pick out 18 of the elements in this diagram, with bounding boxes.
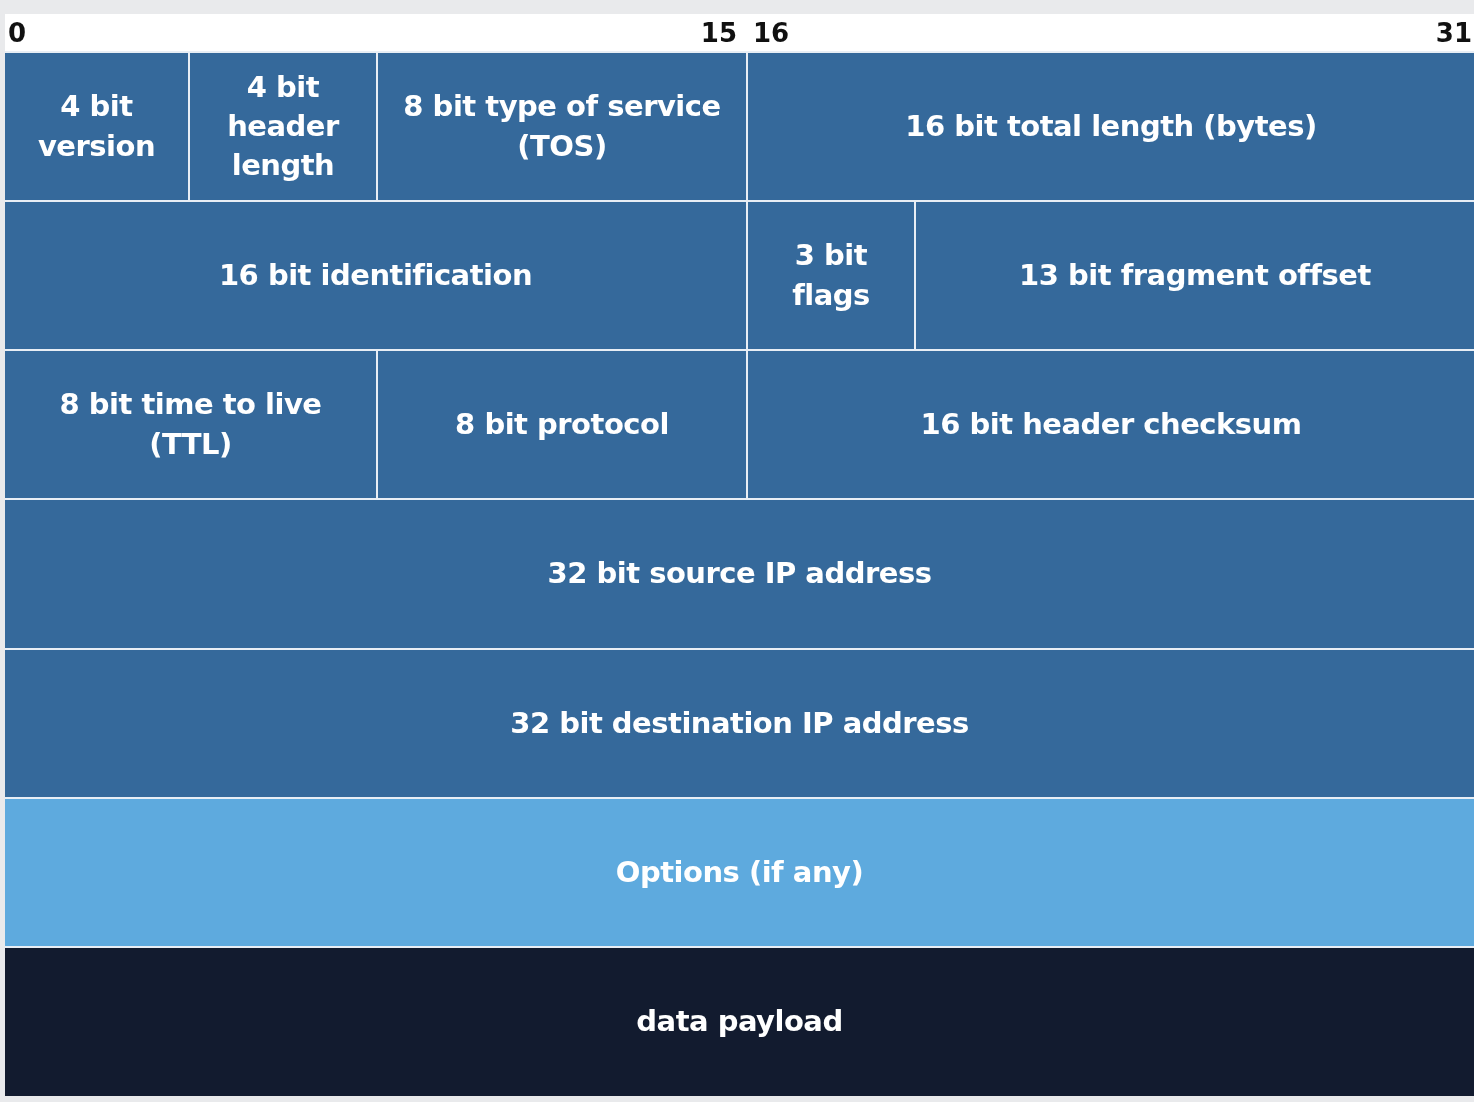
header-field: 32 bit source IP address bbox=[5, 498, 1474, 648]
header-field: 3 bit flags bbox=[746, 200, 914, 349]
header-field: 8 bit type of service (TOS) bbox=[376, 51, 746, 200]
bit-position-number: 31 bbox=[1435, 18, 1472, 48]
header-field: 8 bit protocol bbox=[376, 349, 746, 498]
payload-field: data payload bbox=[5, 946, 1474, 1096]
header-field: 4 bit version bbox=[5, 51, 188, 200]
header-field: 8 bit time to live (TTL) bbox=[5, 349, 376, 498]
options-field: Options (if any) bbox=[5, 797, 1474, 946]
bit-position-number: 16 bbox=[753, 18, 790, 48]
header-field: 16 bit total length (bytes) bbox=[746, 51, 1474, 200]
header-field: 16 bit identification bbox=[5, 200, 746, 349]
header-field: 16 bit header checksum bbox=[746, 349, 1474, 498]
header-field: 4 bit header length bbox=[188, 51, 376, 200]
bit-position-number: 15 bbox=[700, 18, 737, 48]
bit-position-number: 0 bbox=[8, 18, 27, 48]
header-field: 13 bit fragment offset bbox=[914, 200, 1474, 349]
header-field: 32 bit destination IP address bbox=[5, 648, 1474, 797]
